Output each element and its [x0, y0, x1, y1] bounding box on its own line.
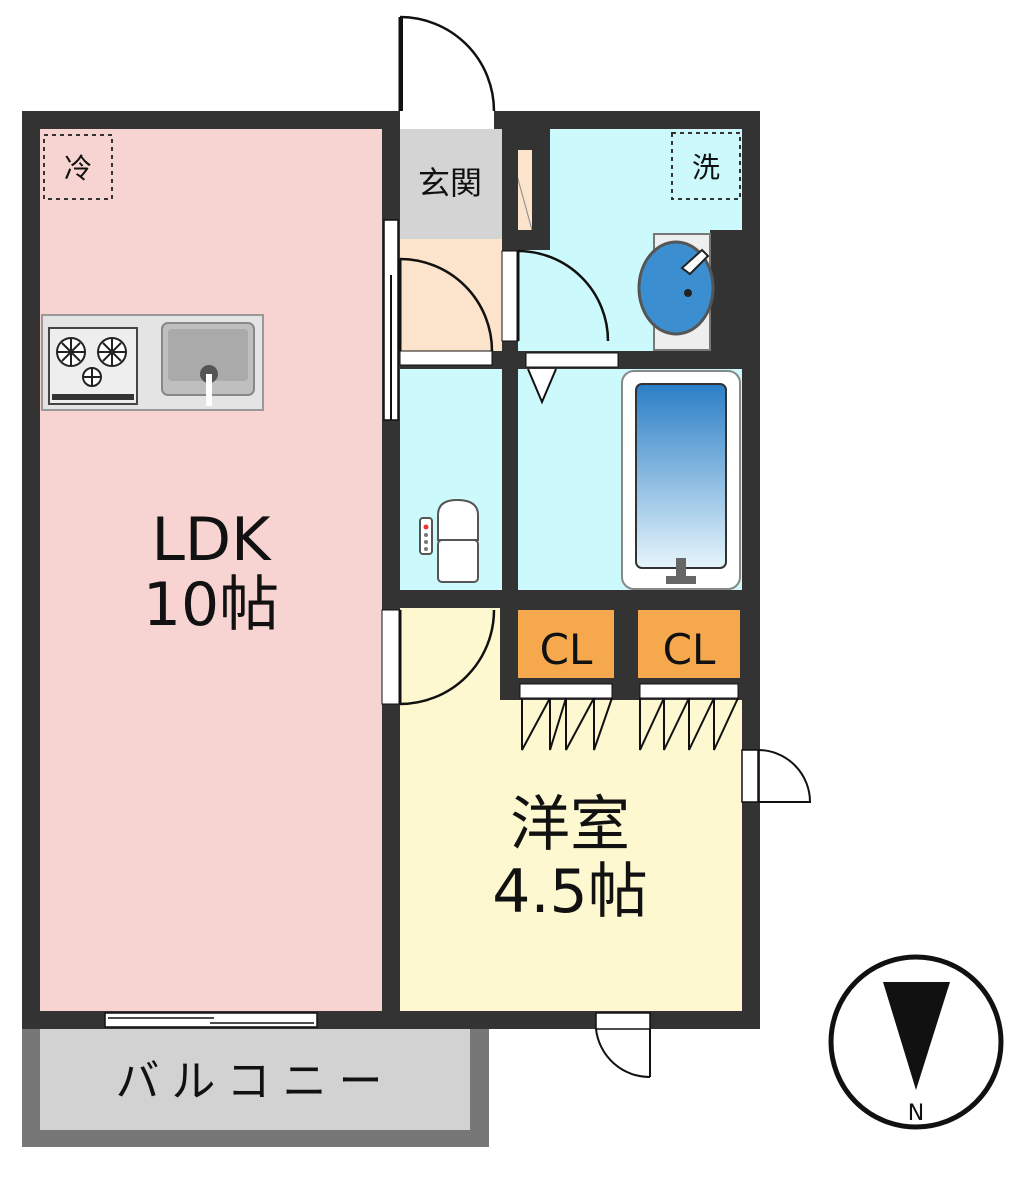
ldk-name: LDK: [152, 505, 273, 575]
ldk-sliding-door[interactable]: [383, 219, 399, 421]
closet-right: CL: [638, 610, 740, 678]
stove: [48, 327, 138, 405]
washbasin: [637, 233, 715, 351]
toilet: [419, 498, 479, 583]
bathroom-door[interactable]: [525, 352, 619, 405]
washer-label: 洗: [692, 151, 720, 184]
closet-doors-left[interactable]: [519, 683, 613, 751]
hall-floor: [400, 239, 502, 351]
window-east: [741, 749, 812, 803]
entrance-label: 玄関: [418, 164, 482, 202]
closet-label: CL: [540, 625, 593, 674]
western-room-door[interactable]: [381, 609, 496, 706]
balcony-label: バルコニー: [115, 1056, 394, 1107]
washroom-door[interactable]: [501, 249, 610, 342]
closet-left: CL: [518, 610, 614, 678]
entry-door[interactable]: [398, 15, 496, 129]
compass: N: [828, 954, 1004, 1130]
north-arrow-icon: [883, 982, 950, 1090]
ldk-floor: [40, 129, 382, 1011]
faucet-icon: [680, 248, 710, 276]
ldk-size: 10帖: [143, 570, 279, 640]
faucet-icon: [676, 558, 686, 584]
western-room-size: 4.5帖: [492, 857, 647, 927]
kitchen-counter: [41, 314, 264, 411]
entrance-floor: [400, 129, 502, 239]
hall-door[interactable]: [398, 257, 494, 366]
western-room-name: 洋室: [510, 790, 630, 860]
closet-label: CL: [663, 625, 716, 674]
burner-icon: [56, 337, 127, 387]
balcony-sliding-window[interactable]: [104, 1012, 318, 1028]
fridge-space: 冷: [43, 134, 113, 200]
closet-doors-right[interactable]: [639, 683, 739, 751]
bathtub: [621, 370, 741, 590]
window-south: [595, 1012, 651, 1079]
balcony-floor: [40, 1028, 470, 1130]
washer-space: 洗: [671, 132, 741, 200]
fridge-label: 冷: [64, 152, 92, 185]
balcony: バルコニー: [22, 1025, 489, 1147]
compass-north-label: N: [908, 1101, 924, 1126]
